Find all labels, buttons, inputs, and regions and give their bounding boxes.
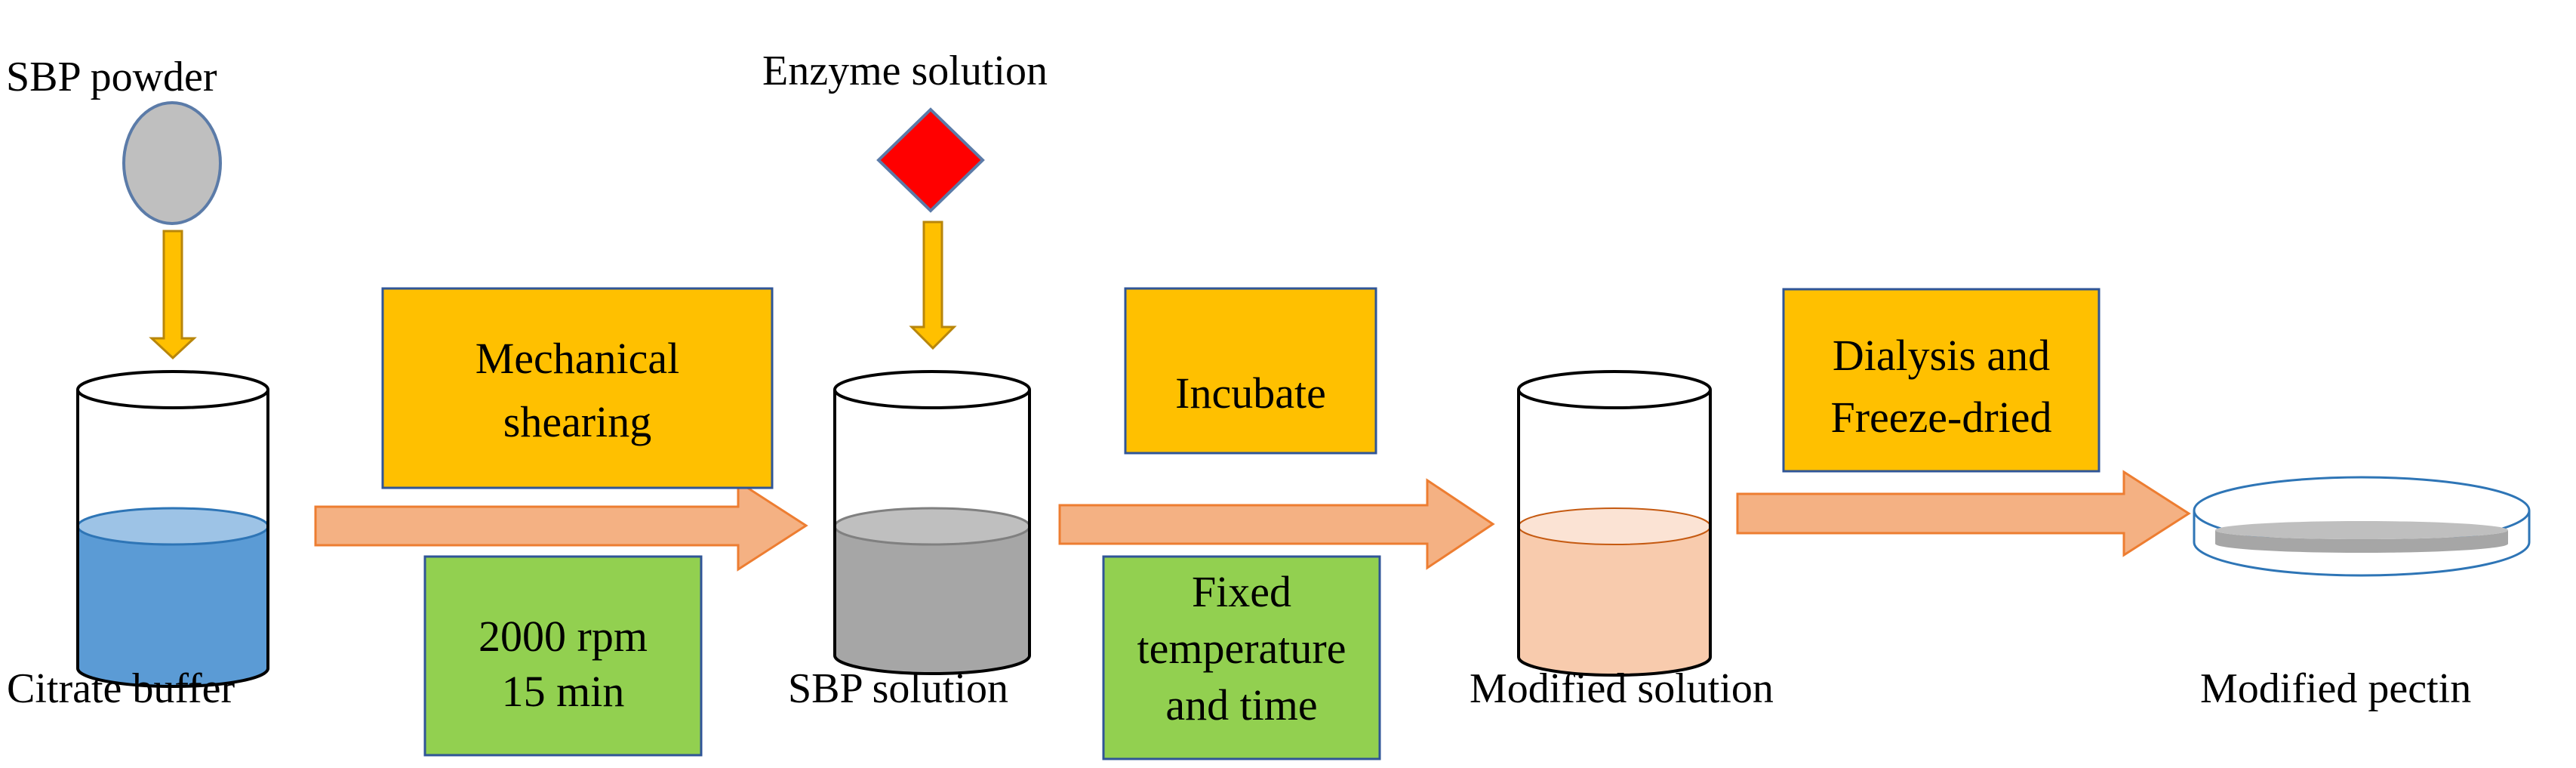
modified-solution-glass (1517, 390, 1712, 677)
mechanical-shearing-line1: Mechanical (475, 334, 680, 383)
flow-arrow-3 (1736, 470, 2191, 557)
modified-pectin-layer (2215, 530, 2508, 553)
mechanical-shearing-box: Mechanical shearing (381, 287, 774, 489)
powder-feed-arrow (149, 230, 197, 360)
dialysis-line2: Freeze-dried (1830, 393, 2051, 442)
dialysis-line1: Dialysis and (1833, 331, 2050, 380)
citrate-buffer-surface (76, 507, 269, 546)
petri-dish (2193, 476, 2531, 577)
shearing-duration: 15 min (502, 667, 625, 716)
incubate-conditions-line3: and time (1165, 680, 1317, 729)
modified-solution-liquid (1519, 526, 1710, 675)
enzyme-feed-arrow (909, 221, 957, 350)
sbp-powder-icon (122, 101, 222, 225)
flow-arrow-1 (314, 480, 808, 572)
mechanical-shearing-line2: shearing (503, 397, 652, 446)
incubate-box: Incubate (1124, 287, 1377, 455)
enzyme-solution-label: Enzyme solution (762, 48, 1048, 94)
incubate-conditions-line1: Fixed (1192, 567, 1291, 616)
modified-solution-surface (1518, 507, 1711, 545)
modified-solution-beaker (1517, 370, 1712, 677)
citrate-buffer-beaker (76, 370, 269, 688)
sbp-powder-label: SBP powder (6, 54, 217, 100)
sbp-solution-surface (833, 507, 1031, 546)
citrate-buffer-label: Citrate buffer (7, 665, 235, 712)
incubate-label: Incubate (1175, 369, 1326, 418)
dialysis-box: Dialysis and Freeze-dried (1782, 288, 2101, 473)
incubate-conditions-line2: temperature (1137, 624, 1346, 673)
modified-pectin-label: Modified pectin (2200, 665, 2471, 712)
modified-pectin-top (2215, 521, 2508, 539)
citrate-buffer-liquid (78, 526, 268, 686)
sbp-solution-label: SBP solution (788, 665, 1008, 712)
enzyme-diamond-icon (876, 107, 985, 213)
citrate-buffer-rim (76, 370, 269, 409)
shearing-speed: 2000 rpm (479, 612, 648, 661)
shearing-conditions-box: 2000 rpm 15 min (423, 555, 703, 757)
citrate-buffer-glass (76, 390, 269, 688)
sbp-solution-beaker (833, 370, 1031, 675)
sbp-solution-rim (833, 370, 1031, 409)
incubate-conditions-box: Fixed temperature and time (1102, 555, 1381, 760)
sbp-solution-liquid (835, 526, 1029, 674)
sbp-solution-glass (833, 390, 1031, 675)
modified-solution-rim (1517, 370, 1712, 409)
modified-solution-label: Modified solution (1470, 665, 1774, 712)
flow-arrow-2 (1058, 478, 1495, 570)
